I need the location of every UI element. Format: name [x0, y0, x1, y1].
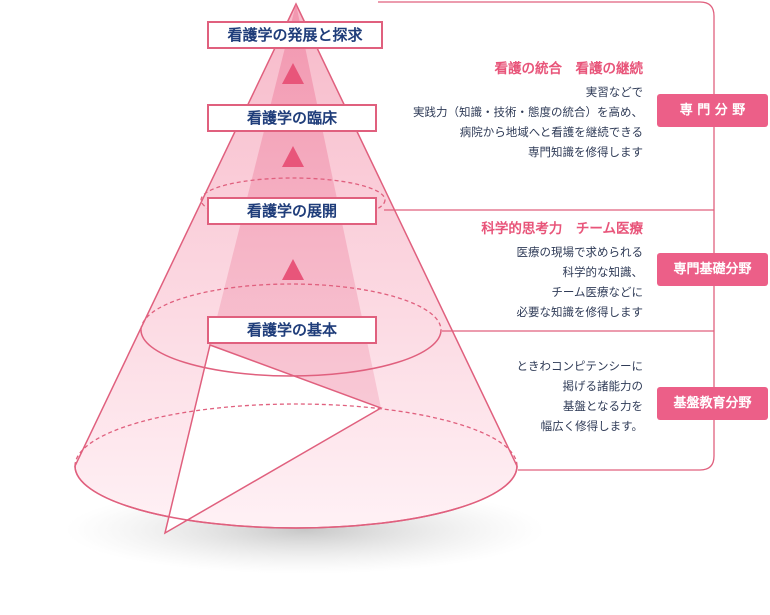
arrow-up-icon	[282, 146, 304, 167]
stage-label-application: 看護学の展開	[207, 197, 377, 225]
level-ring-middle-front	[140, 329, 442, 377]
stage-label-clinical: 看護学の臨床	[207, 104, 377, 132]
bracket-line	[378, 1, 715, 471]
field-badge-specialized-basic: 専門基礎分野	[657, 253, 768, 286]
arrow-up-icon	[282, 259, 304, 280]
level-ring-bottom-front	[74, 465, 518, 529]
level-ring-bottom-back	[74, 403, 518, 467]
description-line: ときわコンピテンシーに	[516, 359, 644, 373]
description-line: 医療の現場で求められる	[516, 245, 644, 259]
description-line: 実習などで	[585, 85, 643, 99]
stage-label-development: 看護学の発展と探求	[207, 21, 383, 49]
field-badge-specialized: 専 門 分 野	[657, 94, 768, 127]
description-line: 掲げる諸能力の	[562, 379, 644, 393]
description-line: 幅広く修得します。	[540, 419, 643, 433]
description-line: チーム医療などに	[551, 285, 643, 299]
description-specialized: 看護の統合 看護の継続 実習などで 実践力（知識・技術・態度の統合）を高め、 病…	[413, 60, 643, 162]
stage-label-fundamentals: 看護学の基本	[207, 316, 377, 344]
description-line: 科学的な知識、	[562, 265, 644, 279]
description-heading: 科学的思考力 チーム医療	[481, 221, 643, 237]
description-line: 実践力（知識・技術・態度の統合）を高め、	[413, 105, 643, 119]
description-line: 基盤となる力を	[562, 399, 643, 413]
description-line: 専門知識を修得します	[528, 145, 643, 159]
description-line: 必要な知識を修得します	[516, 305, 644, 319]
description-heading: 看護の統合 看護の継続	[494, 61, 644, 77]
field-badge-foundation: 基盤教育分野	[657, 387, 768, 420]
level-ring-middle-back	[140, 283, 442, 331]
description-specialized-basic: 科学的思考力 チーム医療 医療の現場で求められる 科学的な知識、 チーム医療など…	[481, 220, 643, 322]
arrow-up-icon	[282, 63, 304, 84]
description-line: 病院から地域へと看護を継続できる	[459, 125, 643, 139]
description-foundation: ときわコンピテンシーに 掲げる諸能力の 基盤となる力を 幅広く修得します。	[517, 356, 644, 436]
